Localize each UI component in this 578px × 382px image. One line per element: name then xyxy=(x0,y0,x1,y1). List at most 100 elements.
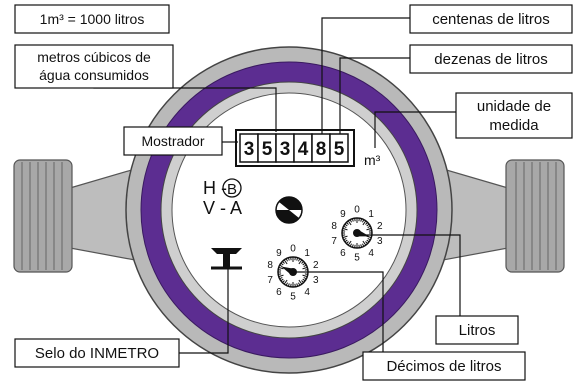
tens-label: dezenas de litros xyxy=(434,51,547,68)
seal-box xyxy=(14,338,180,368)
liters-dial-tick xyxy=(347,240,352,246)
tenths-dial-tick xyxy=(302,266,308,270)
digit-2: 5 xyxy=(262,139,273,160)
liters-label: Litros xyxy=(459,322,496,339)
tenths-dial-tick xyxy=(301,280,304,283)
leader-unit xyxy=(374,111,456,148)
tenths-dial-tick xyxy=(285,258,288,262)
tenths-dial-tick xyxy=(279,264,283,267)
leader-seal xyxy=(179,268,229,354)
tenths-dial-tick xyxy=(279,277,283,280)
tenths-dial-tick xyxy=(298,259,303,265)
cubic-meters-label-line2: água consumidos xyxy=(39,67,149,83)
hundreds-label: centenas de litros xyxy=(432,11,550,28)
liters-dial-tick xyxy=(351,244,354,248)
odometer-display: 3 5 3 4 8 5 xyxy=(235,129,355,167)
digit-5: 8 xyxy=(316,139,327,160)
inmetro-seal-icon xyxy=(211,248,242,270)
display-box xyxy=(123,126,223,156)
liters-dial-number: 4 xyxy=(368,248,374,259)
liters-dial-number: 0 xyxy=(354,205,360,216)
leader-liters xyxy=(366,234,461,316)
tenths-dial-tick xyxy=(302,274,308,278)
liters-dial-tick xyxy=(344,239,348,243)
liters-dial-tick xyxy=(366,227,372,231)
tenths-dial-number: 1 xyxy=(304,248,310,259)
liters-dial-number: 8 xyxy=(331,221,337,232)
digit-1: 3 xyxy=(244,139,255,160)
liters-dial-tick xyxy=(342,235,348,239)
tenths-label: Décimos de litros xyxy=(386,358,501,375)
tenths-dial-number: 7 xyxy=(267,275,273,286)
liters-dial-number: 6 xyxy=(340,248,346,259)
flow-indicator-icon xyxy=(275,196,303,224)
unit-label-line2: medida xyxy=(489,117,539,134)
position-h-label: H - xyxy=(203,178,227,198)
liters-dial-tick xyxy=(362,243,365,247)
position-v-label: V - A xyxy=(203,198,242,218)
liters-dial-tick xyxy=(362,219,365,223)
tenths-dial-tick xyxy=(282,280,285,283)
liters-dial-number: 3 xyxy=(377,236,383,247)
liters-dial-tick xyxy=(365,241,368,244)
liters-dial-tick xyxy=(347,220,352,226)
liters-dial-tick xyxy=(362,240,367,246)
unit-symbol: m³ xyxy=(364,152,381,168)
hundreds-box xyxy=(409,4,573,34)
tenths-dial-tick xyxy=(282,261,285,264)
tenths-dial-tick xyxy=(296,257,299,261)
tenths-dial-tick xyxy=(298,279,303,285)
tenths-dial-number: 4 xyxy=(304,287,310,298)
tenths-dial-tick xyxy=(280,262,284,266)
unit-label-line1: unidade de xyxy=(477,98,551,115)
tenths-dial-tick xyxy=(303,277,307,280)
liters-dial-hub xyxy=(353,229,361,237)
position-h-circled: B xyxy=(227,181,237,198)
liters-dial-tick xyxy=(366,239,370,243)
tenths-dial-tick xyxy=(287,257,290,261)
tenths-dial-tick xyxy=(280,278,284,282)
liters-dial-number: 7 xyxy=(331,236,337,247)
tenths-dial-number: 3 xyxy=(313,275,319,286)
tenths-dial-tick xyxy=(302,278,306,282)
tenths-dial-tick xyxy=(283,259,288,265)
liters-box xyxy=(435,315,519,345)
leader-tenths xyxy=(293,271,384,358)
tenths-dial-tick xyxy=(287,283,290,287)
tenths-dial-number: 0 xyxy=(290,244,296,255)
liters-dial-tick xyxy=(360,244,363,248)
leader-hundreds xyxy=(321,17,410,134)
liters-dial-tick xyxy=(349,243,352,247)
liters-dial-tick xyxy=(366,223,370,227)
cubic-meters-box xyxy=(14,44,174,89)
leader-tens xyxy=(339,57,410,134)
liters-dial-tick xyxy=(360,218,363,222)
tenths-dial-number: 2 xyxy=(313,260,319,271)
tenths-dial-tick xyxy=(301,261,304,264)
display-label: Mostrador xyxy=(141,133,204,149)
liters-dial-tick xyxy=(349,219,352,223)
liters-dial-tick xyxy=(343,238,347,241)
tenths-dial-tick xyxy=(283,279,288,285)
cubic-meters-label-line1: metros cúbicos de xyxy=(37,49,151,65)
liters-dial-number: 1 xyxy=(368,209,374,220)
liters-dial-tick xyxy=(346,241,349,244)
liters-dial-tick xyxy=(367,225,371,228)
digit-4: 4 xyxy=(298,139,309,160)
liters-dial-tick xyxy=(346,222,349,225)
conversion-box xyxy=(14,4,170,34)
tenths-dial-number: 6 xyxy=(276,287,282,298)
liters-dial-tick xyxy=(343,225,347,228)
conversion-label: 1m³ = 1000 litros xyxy=(40,11,145,27)
circled-b-ring xyxy=(222,178,242,198)
liters-dial-tick xyxy=(362,220,367,226)
tenths-dial-tick xyxy=(298,258,301,262)
liters-dial-tick xyxy=(351,218,354,222)
liters-dial-tick xyxy=(342,227,348,231)
digit-3: 3 xyxy=(280,139,291,160)
tens-box xyxy=(409,44,573,74)
tenths-dial-number: 5 xyxy=(290,292,296,303)
digit-6: 5 xyxy=(334,139,345,160)
